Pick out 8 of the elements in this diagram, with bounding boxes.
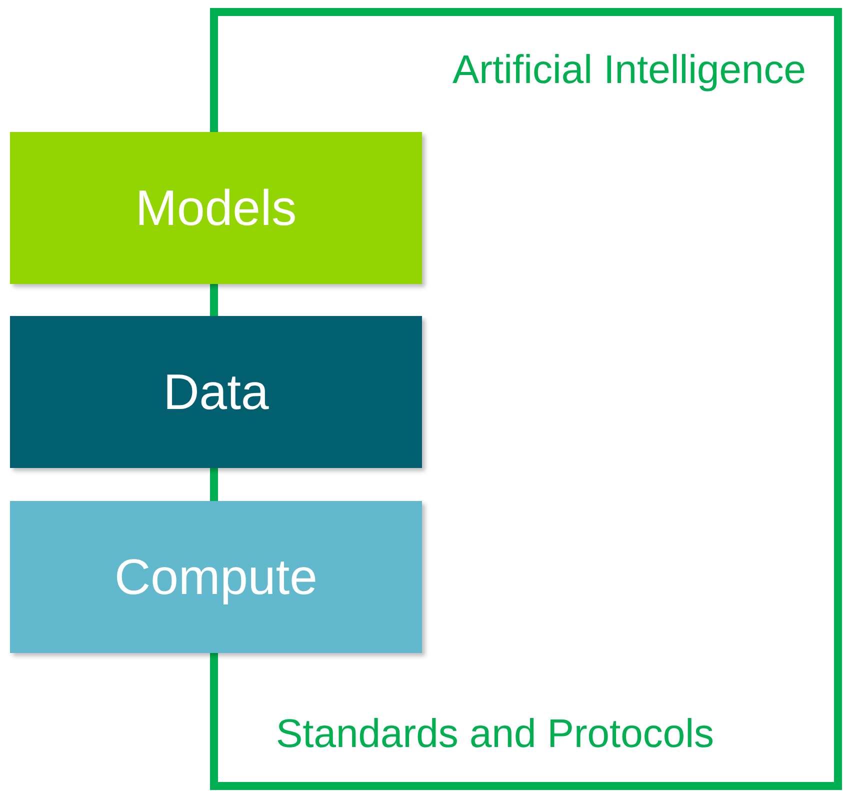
layer-label: Data: [163, 367, 269, 417]
layer-label: Models: [135, 183, 297, 233]
panel-heading: Artificial Intelligence: [452, 50, 806, 90]
layer-box: [10, 316, 422, 468]
layer-label: Compute: [114, 552, 318, 602]
layer-box: [10, 132, 422, 284]
layer-box: [10, 501, 422, 653]
panel-heading: Standards and Protocols: [276, 714, 714, 754]
